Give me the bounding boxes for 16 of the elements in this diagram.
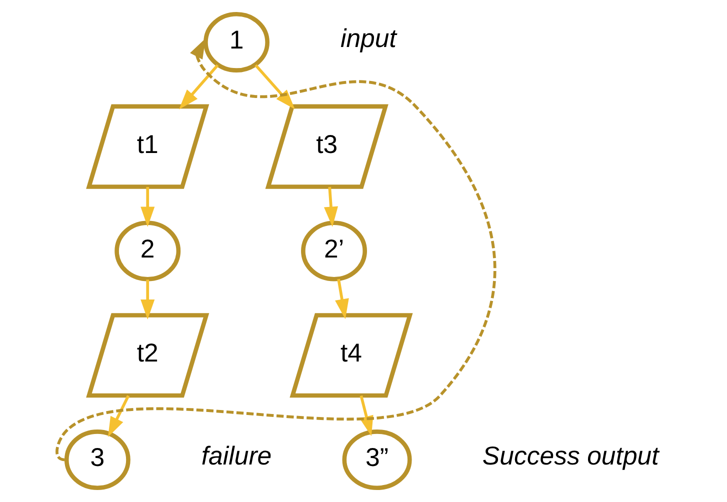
- node-circle: 3: [64, 430, 130, 490]
- node-label: Success output: [482, 442, 659, 471]
- arrow: [56, 38, 496, 461]
- arrow: [140, 280, 155, 320]
- node-circle: 2: [114, 220, 181, 282]
- node-label: failure: [201, 442, 272, 471]
- arrow: [108, 395, 130, 437]
- arrow: [335, 278, 349, 320]
- node-ellipse: 3”: [342, 430, 412, 490]
- arrow: [179, 64, 219, 110]
- node-label: input: [340, 25, 396, 54]
- arrow: [254, 64, 295, 110]
- node-circle: 2’: [301, 220, 367, 282]
- arrow: [140, 187, 155, 227]
- arrow: [324, 186, 338, 227]
- node-circle: 1: [204, 12, 270, 72]
